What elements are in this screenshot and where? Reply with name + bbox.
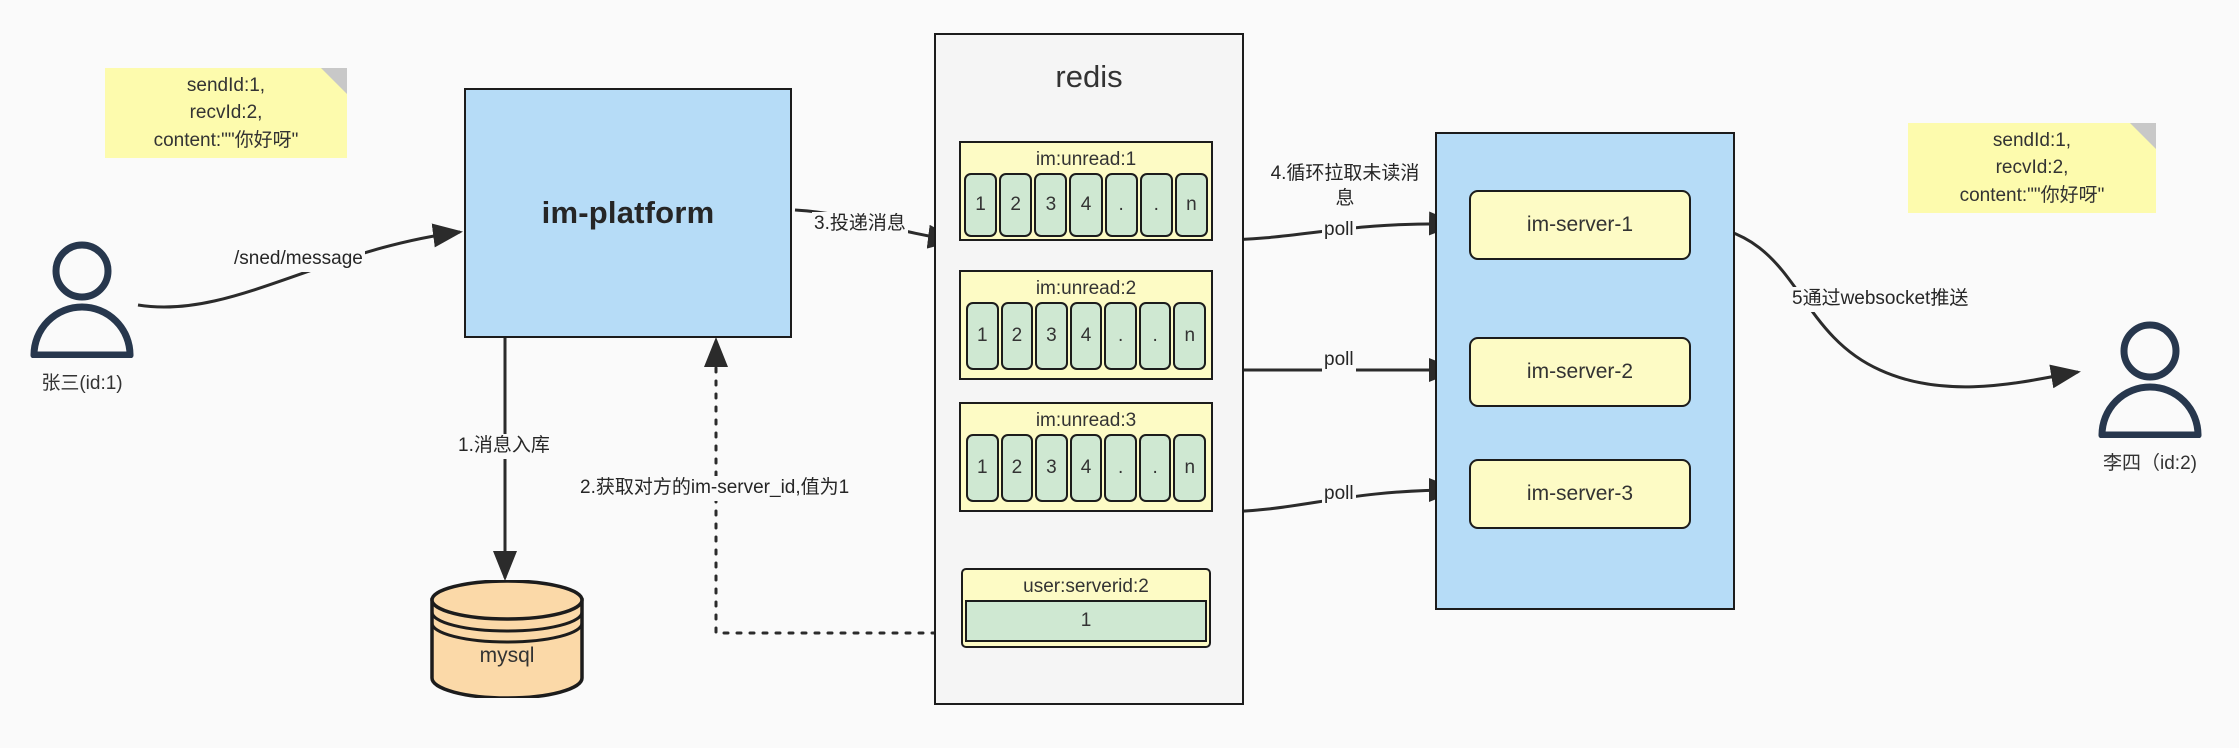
edge-label-step5: 5通过websocket推送: [1790, 287, 1971, 312]
actor-receiver-label: 李四（id:2): [2103, 453, 2197, 474]
redis-cell: .: [1139, 173, 1173, 237]
cylinder-icon: [430, 579, 584, 700]
redis-cell: 4: [1069, 302, 1103, 370]
edge-label-step1: 1.消息入库: [456, 434, 552, 459]
redis-title: redis: [1055, 59, 1123, 94]
im-platform-box[interactable]: im-platform: [464, 88, 792, 338]
redis-cell: 4: [1069, 173, 1103, 237]
redis-cell: n: [1173, 302, 1207, 370]
redis-cell: 1: [966, 434, 999, 502]
im-server-2-node[interactable]: im-server-2: [1469, 337, 1691, 407]
note-fold-icon: [2130, 123, 2156, 149]
redis-cell: .: [1104, 302, 1137, 370]
mysql-database[interactable]: mysql: [428, 579, 586, 700]
redis-group-user-serverid[interactable]: user:serverid:2 1: [961, 568, 1211, 648]
redis-group-unread-3[interactable]: im:unread:3 1 2 3 4 . . n: [959, 402, 1213, 512]
edge-label-poll-3: poll: [1322, 482, 1356, 507]
edge-label-poll-1: poll: [1322, 218, 1356, 243]
user-icon: [30, 241, 134, 359]
redis-cell: .: [1138, 302, 1172, 370]
edge-label-step4: 4.循环拉取未读消 息: [1258, 162, 1432, 212]
mysql-label: mysql: [479, 644, 535, 667]
redis-cell: 2: [1000, 434, 1034, 502]
im-server-3-node[interactable]: im-server-3: [1469, 459, 1691, 529]
im-server-1-node[interactable]: im-server-1: [1469, 190, 1691, 260]
redis-cell: .: [1104, 434, 1137, 502]
edge-label-poll-2: poll: [1322, 348, 1356, 373]
note-receiver-payload: sendId:1, recvId:2, content:""你好呀": [1908, 123, 2156, 213]
redis-cell: 2: [1000, 302, 1034, 370]
edge-label-send-message: /sned/message: [232, 247, 365, 272]
redis-value: 1: [965, 600, 1207, 642]
edge-label-step3: 3.投递消息: [812, 212, 908, 237]
redis-cell: 1: [964, 173, 998, 237]
redis-cell: 3: [1035, 302, 1068, 370]
actor-sender: [22, 238, 142, 373]
redis-cell: 4: [1069, 434, 1103, 502]
im-platform-label: im-platform: [541, 195, 715, 230]
note-receiver-payload-text: sendId:1, recvId:2, content:""你好呀": [1959, 129, 2105, 206]
actor-sender-label: 张三(id:1): [41, 373, 123, 394]
redis-cell: n: [1173, 434, 1207, 502]
redis-group-unread-1[interactable]: im:unread:1 1 2 3 4 . . n: [959, 141, 1213, 241]
redis-cell: .: [1138, 434, 1172, 502]
im-server-cluster: im-server-1 im-server-2 im-server-3: [1435, 132, 1735, 610]
redis-cell: 3: [1035, 434, 1068, 502]
note-sender-payload: sendId:1, recvId:2, content:""你好呀": [105, 68, 347, 158]
redis-cell: .: [1104, 173, 1138, 237]
redis-key-label: im:unread:1: [1035, 149, 1137, 170]
user-icon: [2098, 321, 2202, 439]
im-server-2-label: im-server-2: [1526, 360, 1634, 383]
note-sender-payload-text: sendId:1, recvId:2, content:""你好呀": [153, 74, 299, 151]
redis-group-unread-2[interactable]: im:unread:2 1 2 3 4 . . n: [959, 270, 1213, 380]
im-server-1-label: im-server-1: [1526, 213, 1634, 236]
redis-cell: 1: [966, 302, 999, 370]
redis-key-label: im:unread:3: [1035, 410, 1137, 431]
actor-receiver: [2090, 318, 2210, 453]
redis-container: redis im:unread:1 1 2 3 4 . . n im:unrea…: [934, 33, 1244, 705]
redis-key-label: im:unread:2: [1035, 278, 1137, 299]
redis-cell: 2: [999, 173, 1033, 237]
edge-label-step2: 2.获取对方的im-server_id,值为1: [578, 476, 852, 501]
note-fold-icon: [321, 68, 347, 94]
redis-cell: 3: [1034, 173, 1068, 237]
redis-cell: n: [1174, 173, 1208, 237]
im-server-3-label: im-server-3: [1526, 482, 1634, 505]
redis-key-label: user:serverid:2: [1023, 576, 1149, 597]
